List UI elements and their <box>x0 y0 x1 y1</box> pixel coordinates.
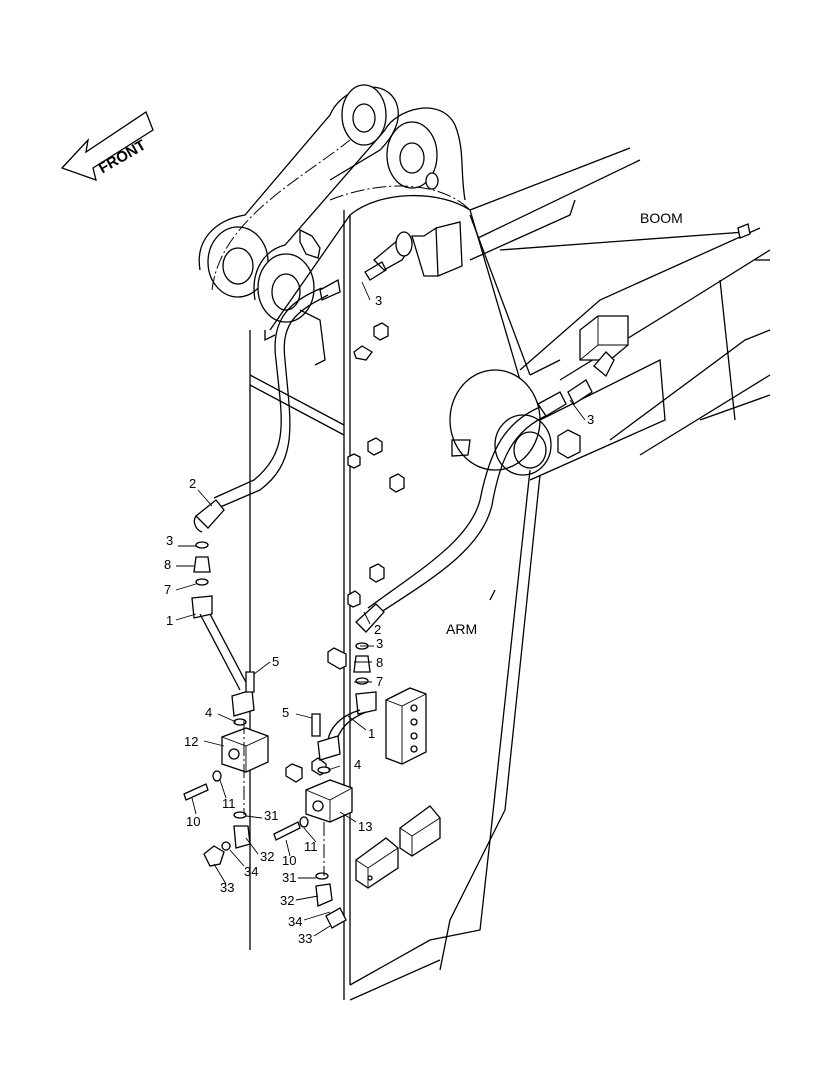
arm-body <box>198 84 581 1001</box>
callout-31-left: 31 <box>264 808 278 823</box>
text-labels: BOOM ARM 3 3 2 3 8 7 1 5 4 12 11 10 31 3… <box>164 210 683 946</box>
callout-3-left: 3 <box>166 533 173 548</box>
callout-12: 12 <box>184 734 198 749</box>
callout-7-left: 7 <box>164 582 171 597</box>
callout-34-right: 34 <box>288 914 302 929</box>
mount-blocks <box>285 228 441 889</box>
right-fittings <box>273 642 377 929</box>
callout-11-right: 11 <box>304 839 318 854</box>
front-arrow: FRONT <box>60 111 154 182</box>
boom-label: BOOM <box>640 210 683 226</box>
callout-3-right: 3 <box>587 412 594 427</box>
callout-4-left: 4 <box>205 705 212 720</box>
arm-label: ARM <box>446 621 477 637</box>
callout-7-right: 7 <box>376 674 383 689</box>
left-hose <box>193 221 463 533</box>
callout-33-left: 33 <box>220 880 234 895</box>
callout-8-right: 8 <box>376 655 383 670</box>
callout-34-left: 34 <box>244 864 258 879</box>
right-hose <box>355 351 615 633</box>
callout-5-left: 5 <box>272 654 279 669</box>
callout-1-left: 1 <box>166 613 173 628</box>
callout-33-right: 33 <box>298 931 312 946</box>
callout-2-right: 2 <box>374 622 381 637</box>
callout-10-right: 10 <box>282 853 296 868</box>
callout-4-right: 4 <box>354 757 361 772</box>
callout-3-mid: 3 <box>376 636 383 651</box>
callout-2-left: 2 <box>189 476 196 491</box>
callout-11-left: 11 <box>222 796 236 811</box>
callout-8-left: 8 <box>164 557 171 572</box>
leader-lines <box>175 281 586 937</box>
callout-10-left: 10 <box>186 814 200 829</box>
left-fittings <box>183 541 269 867</box>
callout-32-left: 32 <box>260 849 274 864</box>
callout-13: 13 <box>358 819 372 834</box>
callout-3-top: 3 <box>375 293 382 308</box>
callout-32-right: 32 <box>280 893 294 908</box>
boom-structure <box>469 147 771 481</box>
callout-31-right: 31 <box>282 870 296 885</box>
callout-5-right: 5 <box>282 705 289 720</box>
callout-1-right: 1 <box>368 726 375 741</box>
